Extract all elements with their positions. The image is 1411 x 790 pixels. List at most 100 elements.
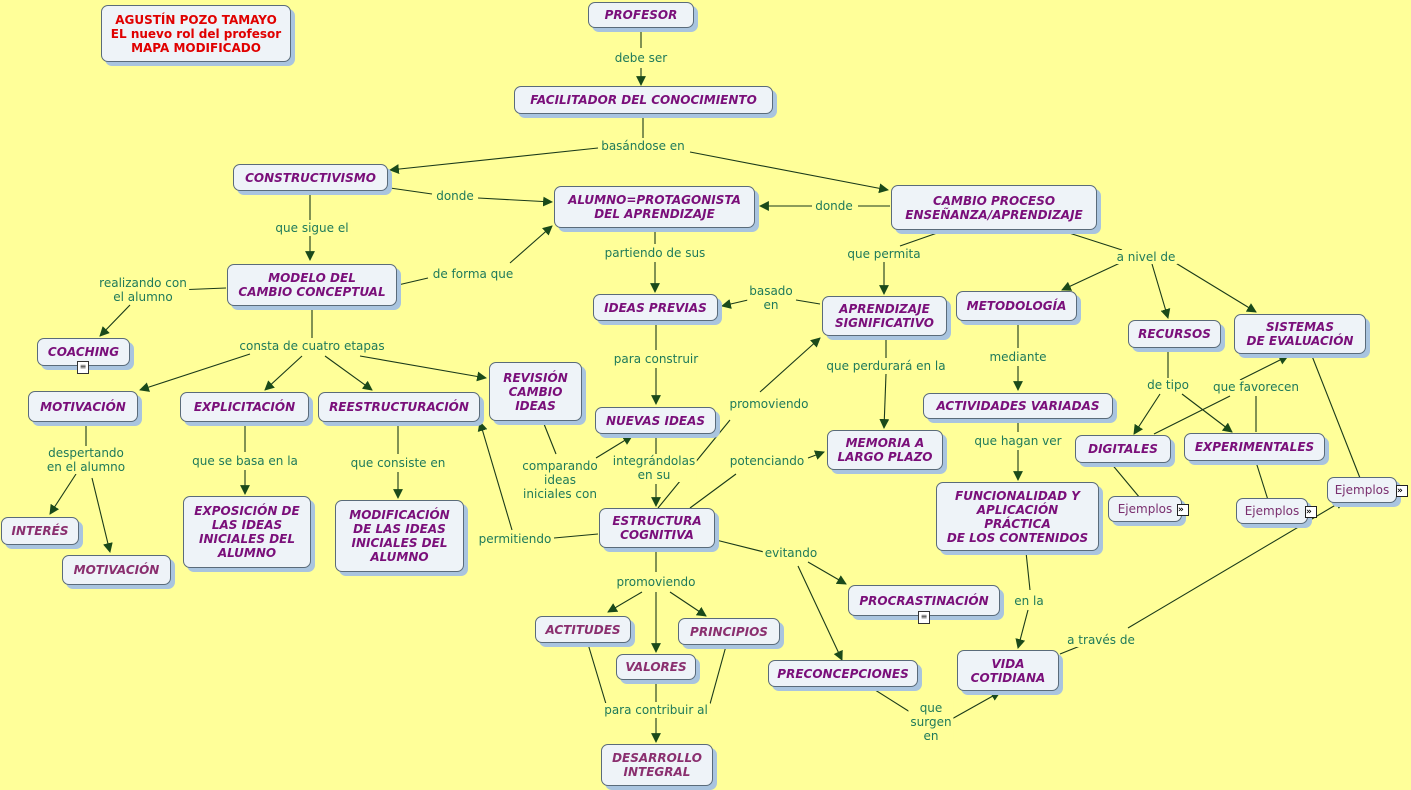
concept-experimentales[interactable]: EXPERIMENTALES [1184, 433, 1325, 461]
concept-label: IDEAS PREVIAS [604, 300, 707, 315]
concept-metodologia[interactable]: METODOLOGÍA [956, 291, 1077, 321]
concept-aprendizaje[interactable]: APRENDIZAJE SIGNIFICATIVO [822, 296, 947, 336]
concept-label: ACTITUDES [545, 622, 621, 637]
resource-ejemplos-evaluacion[interactable]: Ejemplos [1327, 477, 1397, 503]
concept-facilitador[interactable]: FACILITADOR DEL CONOCIMIENTO [514, 86, 773, 114]
concept-ideas-previas[interactable]: IDEAS PREVIAS [593, 294, 718, 321]
link-label: evitando [762, 546, 820, 560]
concept-digitales[interactable]: DIGITALES [1075, 435, 1171, 463]
concept-explicitacion[interactable]: EXPLICITACIÓN [180, 392, 309, 422]
concept-revision[interactable]: REVISIÓN CAMBIO IDEAS [489, 362, 582, 421]
expand-icon[interactable]: » [1177, 504, 1189, 516]
concept-recursos[interactable]: RECURSOS [1128, 320, 1221, 348]
concept-label: ALUMNO=PROTAGONISTA DEL APRENDIZAJE [568, 193, 741, 221]
concept-label: COACHING [47, 345, 120, 359]
concept-valores[interactable]: VALORES [616, 654, 696, 680]
document-icon[interactable]: ≡ [918, 611, 930, 624]
concept-label: NUEVAS IDEAS [605, 413, 706, 428]
link-label: donde [434, 189, 476, 203]
concept-memoria[interactable]: MEMORIA A LARGO PLAZO [827, 430, 943, 470]
link-label: para contribuir al [602, 703, 710, 717]
concept-label: METODOLOGÍA [966, 299, 1067, 313]
concept-label: VALORES [625, 660, 687, 674]
resource-ejemplos-digitales[interactable]: Ejemplos [1108, 496, 1182, 522]
resource-label: Ejemplos [1117, 502, 1173, 516]
link-label: para construir [611, 352, 701, 366]
concept-sistemas[interactable]: SISTEMAS DE EVALUACIÓN [1234, 314, 1366, 354]
concept-label: DIGITALES [1088, 442, 1158, 456]
map-subtitle: EL nuevo rol del profesor [110, 26, 282, 41]
concept-profesor[interactable]: PROFESOR [588, 2, 694, 28]
link-label: despertando en el alumno [44, 446, 128, 474]
concept-label: SISTEMAS DE EVALUACIÓN [1246, 320, 1354, 348]
concept-label: MOTIVACIÓN [73, 563, 160, 577]
concept-procrastinacion[interactable]: PROCRASTINACIÓN [848, 585, 1000, 616]
map-title-box: AGUSTÍN POZO TAMAYO EL nuevo rol del pro… [101, 5, 291, 62]
concept-alumno[interactable]: ALUMNO=PROTAGONISTA DEL APRENDIZAJE [554, 186, 755, 228]
concept-nuevas-ideas[interactable]: NUEVAS IDEAS [595, 407, 716, 434]
concept-constructivismo[interactable]: CONSTRUCTIVISMO [233, 164, 388, 191]
resource-ejemplos-experimentales[interactable]: Ejemplos [1236, 498, 1308, 524]
link-label: que consiste en [348, 456, 448, 470]
concept-preconcepciones[interactable]: PRECONCEPCIONES [768, 660, 918, 687]
link-label: donde [813, 199, 855, 213]
concept-principios[interactable]: PRINCIPIOS [678, 618, 780, 645]
concept-label: CAMBIO PROCESO ENSEÑANZA/APRENDIZAJE [905, 193, 1083, 222]
concept-label: PROCRASTINACIÓN [859, 593, 989, 608]
link-label: que surgen en [908, 701, 954, 743]
concept-motivacion[interactable]: MOTIVACIÓN [28, 391, 138, 422]
link-label: de forma que [430, 267, 516, 281]
concept-label: RECURSOS [1138, 327, 1211, 341]
concept-label: DESARROLLO INTEGRAL [612, 751, 702, 779]
concept-vida-cotidiana[interactable]: VIDA COTIDIANA [957, 650, 1059, 691]
resource-label: Ejemplos [1334, 483, 1390, 497]
link-label: comparando ideas iniciales con [520, 459, 600, 501]
map-modified-label: MAPA MODIFICADO [131, 40, 261, 55]
link-label: en la [1012, 594, 1046, 608]
link-label: integrándolas en su [610, 454, 698, 482]
link-label: permitiendo [476, 532, 554, 546]
concept-label: PRECONCEPCIONES [777, 666, 909, 681]
concept-exposicion[interactable]: EXPOSICIÓN DE LAS IDEAS INICIALES DEL AL… [183, 496, 311, 568]
concept-label: VIDA COTIDIANA [970, 656, 1046, 685]
document-icon[interactable]: ≡ [77, 361, 89, 374]
link-label: partiendo de sus [602, 246, 708, 260]
link-label: debe ser [612, 51, 670, 65]
concept-reestructuracion[interactable]: REESTRUCTURACIÓN [318, 392, 480, 422]
concept-label: EXPOSICIÓN DE LAS IDEAS INICIALES DEL AL… [194, 504, 300, 560]
concept-label: PROFESOR [604, 8, 678, 22]
link-label: potenciando [727, 454, 807, 468]
expand-icon[interactable]: » [1396, 485, 1408, 497]
concept-label: ACTIVIDADES VARIADAS [936, 399, 1100, 413]
link-label: que permita [845, 247, 923, 261]
concept-label: PRINCIPIOS [690, 624, 768, 639]
concept-label: MODELO DEL CAMBIO CONCEPTUAL [238, 271, 386, 299]
author-name: AGUSTÍN POZO TAMAYO [115, 12, 277, 27]
concept-cambio-proceso[interactable]: CAMBIO PROCESO ENSEÑANZA/APRENDIZAJE [891, 185, 1097, 230]
expand-icon[interactable]: » [1305, 506, 1317, 518]
concept-estructura[interactable]: ESTRUCTURA COGNITIVA [599, 508, 715, 548]
link-label: basándose en [599, 139, 687, 153]
concept-label: MOTIVACIÓN [40, 399, 126, 414]
link-label: que sigue el [273, 221, 351, 235]
concept-label: MODIFICACIÓN DE LAS IDEAS INICIALES DEL … [349, 508, 450, 564]
concept-label: EXPERIMENTALES [1194, 440, 1315, 454]
concept-funcionalidad[interactable]: FUNCIONALIDAD Y APLICACIÓN PRÁCTICA DE L… [936, 482, 1099, 551]
concept-label: APRENDIZAJE SIGNIFICATIVO [835, 302, 934, 330]
link-label: promoviendo [727, 397, 811, 411]
link-label: a nivel de [1114, 250, 1178, 264]
link-label: consta de cuatro etapas [237, 339, 387, 353]
link-label: mediante [987, 350, 1049, 364]
concept-motivacion-2[interactable]: MOTIVACIÓN [62, 555, 171, 585]
concept-desarrollo-integral[interactable]: DESARROLLO INTEGRAL [601, 744, 713, 786]
concept-label: FUNCIONALIDAD Y APLICACIÓN PRÁCTICA DE L… [946, 488, 1089, 545]
concept-actitudes[interactable]: ACTITUDES [535, 616, 631, 643]
concept-actividades[interactable]: ACTIVIDADES VARIADAS [923, 393, 1113, 419]
concept-label: REESTRUCTURACIÓN [329, 400, 469, 414]
concept-interes[interactable]: INTERÉS [1, 517, 79, 545]
concept-modificacion[interactable]: MODIFICACIÓN DE LAS IDEAS INICIALES DEL … [335, 500, 464, 572]
resource-label: Ejemplos [1244, 504, 1300, 518]
concept-label: EXPLICITACIÓN [193, 400, 296, 414]
concept-modelo[interactable]: MODELO DEL CAMBIO CONCEPTUAL [227, 264, 397, 306]
